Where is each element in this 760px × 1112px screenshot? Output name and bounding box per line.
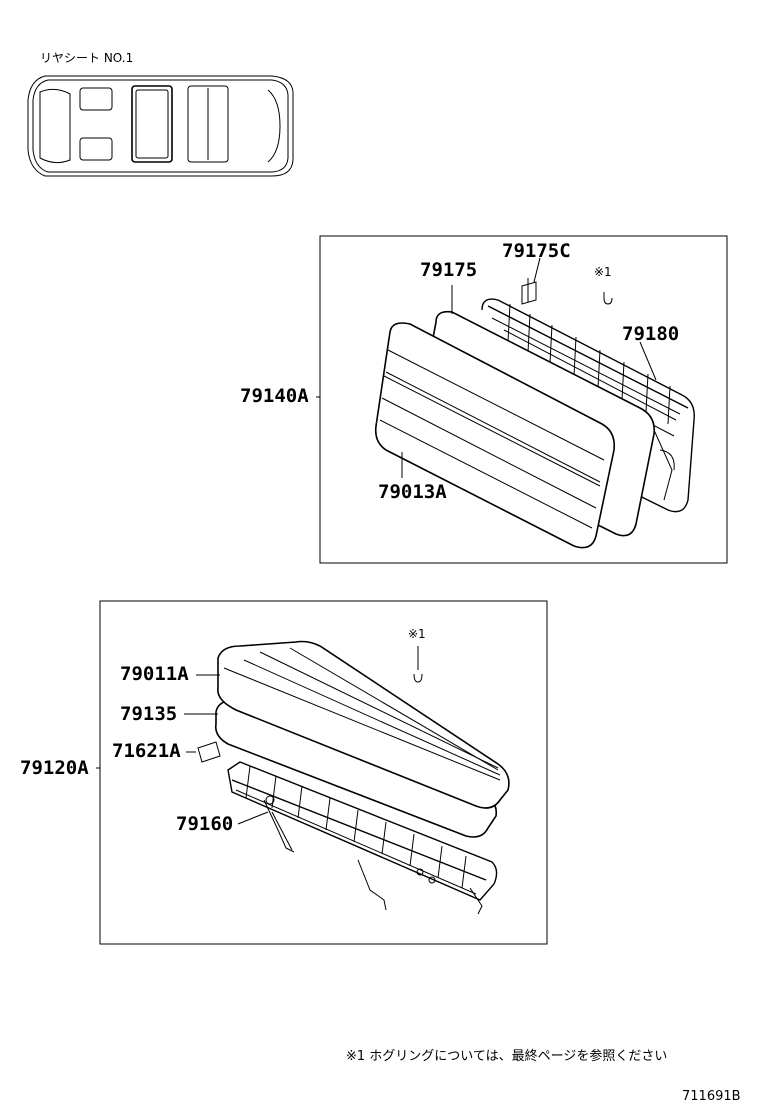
seatback-label-cover: 79013A <box>378 481 447 503</box>
cushion-label-cover: 79011A <box>120 663 189 685</box>
cushion-cover-icon <box>217 640 510 809</box>
seatback-assembly-label: 79140A <box>240 385 309 407</box>
cushion-label-tag: 71621A <box>112 740 181 762</box>
seatback-label-pad: 79175 <box>420 259 477 281</box>
cushion-box <box>99 600 548 945</box>
hog-ring-icon-2 <box>413 673 423 683</box>
seatback-note-mark: ※1 <box>594 265 612 279</box>
cushion-frame-icon <box>227 761 498 915</box>
cushion-note-mark: ※1 <box>408 627 426 641</box>
tag-icon <box>197 741 221 763</box>
seatback-label-tab: 79175C <box>502 240 571 262</box>
tab-icon <box>521 281 537 305</box>
seatback-cover-icon <box>374 322 616 549</box>
footnote: ※1 ホグリングについては、最終ページを参照ください <box>346 1048 667 1064</box>
diagram-code: 711691B <box>682 1089 741 1104</box>
cushion-assembly-label: 79120A <box>20 757 89 779</box>
seatback-label-frame: 79180 <box>622 323 679 345</box>
header-title: リヤシート NO.1 <box>40 51 133 65</box>
vehicle-outline-icon <box>27 75 294 177</box>
cushion-label-frame: 79160 <box>176 813 233 835</box>
cushion-label-pad: 79135 <box>120 703 177 725</box>
seatback-box <box>319 235 728 564</box>
hog-ring-icon <box>603 292 613 305</box>
